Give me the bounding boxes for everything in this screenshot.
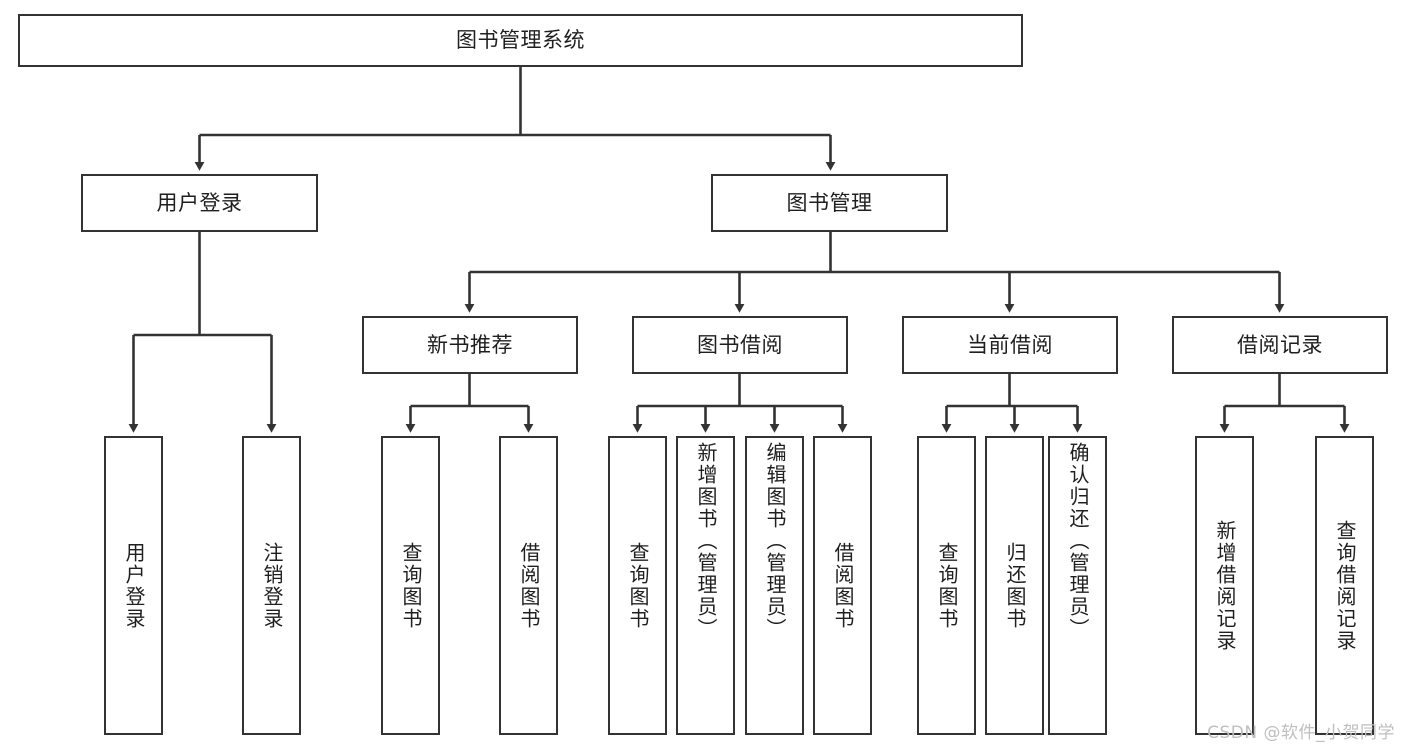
node-leaf-edit-book-admin[interactable]: 编辑图书（管理员）: [745, 436, 804, 735]
node-label: 图书管理系统: [456, 28, 585, 53]
node-user-login[interactable]: 用户登录: [81, 174, 318, 232]
node-book-borrow[interactable]: 图书借阅: [632, 316, 848, 374]
node-label: 查询图书: [399, 541, 423, 630]
node-label: 确认归还（管理员）: [1066, 442, 1090, 640]
node-label: 归还图书: [1003, 541, 1027, 630]
csdn-watermark: CSDN @软件_小贺同学: [1207, 723, 1395, 743]
node-leaf-query-book-recommend[interactable]: 查询图书: [381, 436, 440, 735]
node-leaf-logout[interactable]: 注销登录: [242, 436, 301, 735]
node-label: 查询图书: [626, 541, 650, 630]
node-label: 新增借阅记录: [1213, 519, 1237, 652]
node-label: 用户登录: [122, 541, 146, 630]
node-label: 图书借阅: [697, 332, 783, 357]
node-leaf-add-borrow-record[interactable]: 新增借阅记录: [1195, 436, 1254, 735]
node-label: 借阅图书: [517, 541, 541, 630]
node-label: 用户登录: [156, 190, 243, 215]
node-book-management[interactable]: 图书管理: [711, 174, 948, 232]
node-leaf-add-book-admin[interactable]: 新增图书（管理员）: [676, 436, 735, 735]
node-borrow-record[interactable]: 借阅记录: [1172, 316, 1388, 374]
node-label: 新增图书（管理员）: [694, 442, 718, 640]
node-leaf-return-book[interactable]: 归还图书: [985, 436, 1044, 735]
node-label: 编辑图书（管理员）: [763, 442, 787, 640]
node-label: 当前借阅: [967, 332, 1053, 357]
node-label: 查询图书: [935, 541, 959, 630]
node-leaf-user-login[interactable]: 用户登录: [104, 436, 163, 735]
node-root-book-management-system[interactable]: 图书管理系统: [18, 14, 1023, 67]
node-leaf-borrow-book-recommend[interactable]: 借阅图书: [499, 436, 558, 735]
node-current-borrow[interactable]: 当前借阅: [902, 316, 1118, 374]
node-label: 新书推荐: [427, 332, 513, 357]
node-leaf-borrow-book[interactable]: 借阅图书: [813, 436, 872, 735]
node-leaf-query-book-borrow[interactable]: 查询图书: [608, 436, 667, 735]
node-label: 查询借阅记录: [1333, 519, 1357, 652]
node-label: 借阅图书: [831, 541, 855, 630]
node-leaf-query-book-current[interactable]: 查询图书: [917, 436, 976, 735]
node-leaf-confirm-return-admin[interactable]: 确认归还（管理员）: [1048, 436, 1107, 735]
node-new-book-recommend[interactable]: 新书推荐: [362, 316, 578, 374]
node-label: 借阅记录: [1237, 332, 1323, 357]
node-label: 注销登录: [260, 541, 284, 630]
node-label: 图书管理: [786, 190, 873, 215]
node-leaf-query-borrow-record[interactable]: 查询借阅记录: [1315, 436, 1374, 735]
